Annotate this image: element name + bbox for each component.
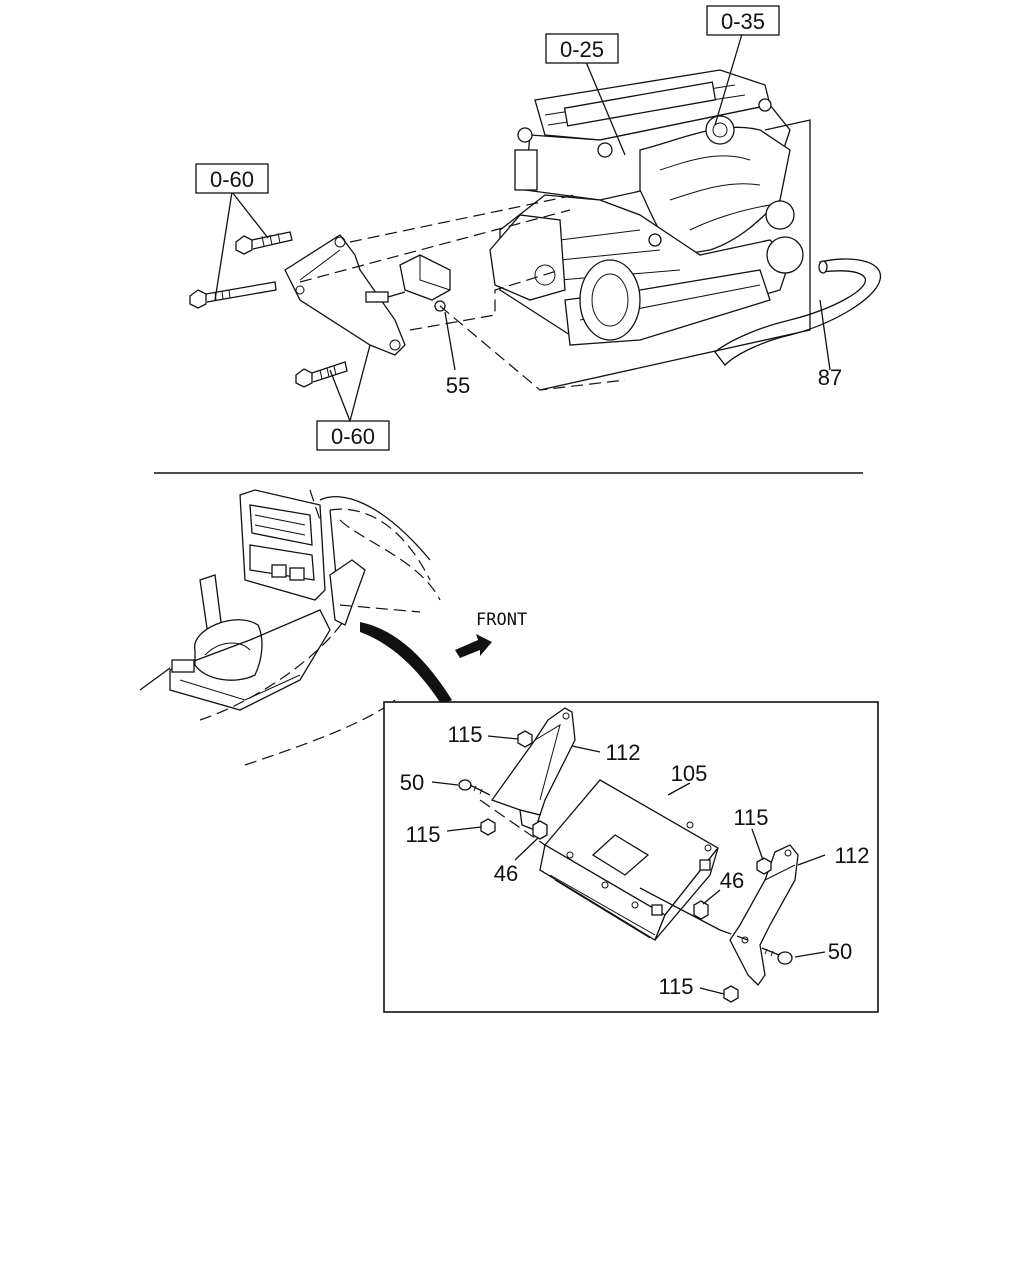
callout-46-right: 46 — [720, 868, 744, 893]
ref-0-60-upper-label: 0-60 — [210, 167, 254, 192]
ref-0-25-label: 0-25 — [560, 37, 604, 62]
nut-mid-left — [480, 818, 496, 836]
bolt-lower — [295, 361, 348, 388]
engine-assembly — [489, 69, 804, 346]
ref-0-35-label: 0-35 — [721, 9, 765, 34]
grommet-right — [693, 900, 709, 920]
ecu-unit — [539, 779, 719, 941]
callout-46-left: 46 — [494, 861, 518, 886]
sensor-part — [365, 254, 451, 312]
nut-top-left — [517, 730, 533, 748]
nut-top-right — [756, 857, 772, 875]
callout-50-right: 50 — [828, 939, 852, 964]
nut-bottom-right — [723, 985, 739, 1003]
bolt-middle — [189, 281, 277, 309]
sensor-bracket — [284, 234, 406, 356]
callout-55: 55 — [446, 373, 470, 398]
bracket-right — [729, 844, 799, 987]
callout-112-right: 112 — [834, 843, 869, 868]
ref-box-0-25: 0-25 — [545, 33, 619, 64]
front-indicator: FRONT — [455, 610, 527, 658]
callout-115-mid-left: 115 — [405, 822, 440, 847]
ref-box-0-60-upper: 0-60 — [195, 163, 269, 194]
screw-left — [458, 779, 491, 796]
console-interior — [139, 489, 441, 766]
callout-105: 105 — [671, 761, 708, 786]
callout-115-top-left: 115 — [447, 722, 482, 747]
grommet-left — [532, 820, 548, 840]
callout-112-left: 112 — [605, 740, 640, 765]
screw-right — [761, 947, 793, 965]
hose-part — [714, 258, 881, 366]
callout-50-left: 50 — [400, 770, 424, 795]
front-label: FRONT — [476, 610, 527, 630]
callout-115-bottom-right: 115 — [658, 974, 693, 999]
bolt-upper — [235, 231, 293, 255]
detail-leader-lines — [431, 735, 826, 995]
callout-115-top-right: 115 — [733, 805, 768, 830]
ref-box-0-60-lower: 0-60 — [316, 420, 390, 451]
ref-0-60-lower-label: 0-60 — [331, 424, 375, 449]
ref-box-0-35: 0-35 — [706, 5, 780, 36]
top-leader-lines — [214, 33, 831, 422]
front-arrow-icon — [455, 634, 492, 658]
callout-87: 87 — [818, 365, 842, 390]
detail-arrow — [360, 622, 452, 705]
